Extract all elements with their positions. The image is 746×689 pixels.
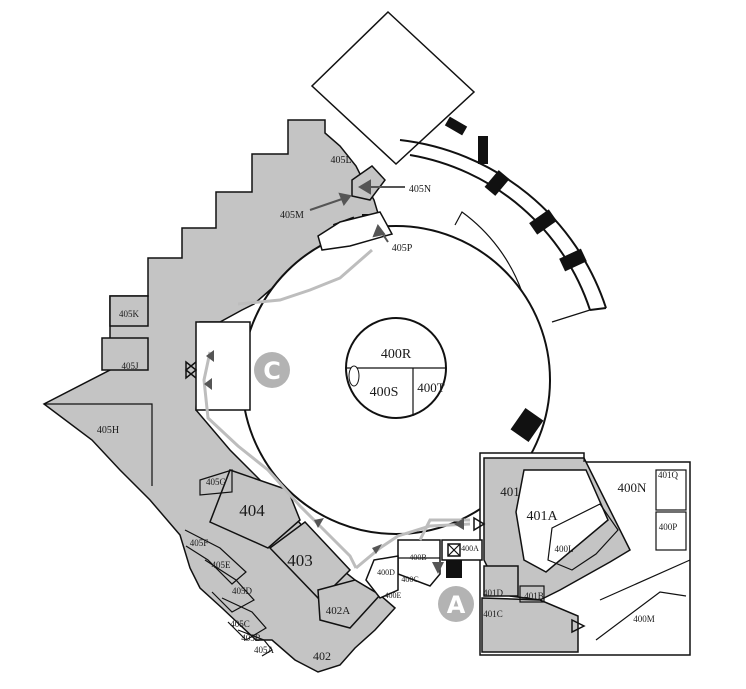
route-arrows: [204, 350, 464, 574]
callout-arrows: [309, 179, 405, 243]
door-symbols: [184, 360, 586, 634]
label-405P: 405P: [392, 243, 413, 254]
label-405G: 405G: [206, 477, 227, 487]
label-402: 402: [313, 649, 331, 663]
label-401: 401: [500, 484, 520, 499]
label-403: 403: [287, 551, 313, 570]
outer-ring-arc: [399, 139, 607, 309]
label-400M: 400M: [633, 614, 655, 624]
inner-partial-arc: [454, 211, 523, 293]
ring-spur: [551, 309, 591, 323]
label-400R: 400R: [381, 347, 412, 362]
marker-c: C: [254, 352, 290, 388]
label-405M: 405M: [280, 210, 304, 221]
label-405C: 405C: [230, 619, 250, 629]
label-405B: 405B: [241, 633, 261, 643]
label-401A: 401A: [526, 509, 558, 524]
label-405H: 405H: [97, 425, 119, 436]
label-400L: 400L: [555, 544, 574, 554]
ring-end: [589, 307, 607, 311]
label-405A: 405A: [254, 645, 275, 655]
label-405N: 405N: [409, 184, 431, 195]
marker-c-letter: C: [263, 357, 281, 385]
route-lines: [202, 248, 471, 570]
label-400S: 400S: [370, 385, 399, 400]
room-402A-shape: [317, 579, 382, 629]
diag-wall: [599, 559, 691, 601]
label-400P: 400P: [659, 522, 678, 532]
central-door: [348, 365, 360, 387]
west-corridor: [195, 321, 251, 411]
label-400T: 400T: [417, 380, 445, 395]
label-401B: 401B: [524, 591, 544, 601]
label-405K: 405K: [119, 309, 140, 319]
label-402A: 402A: [326, 605, 351, 617]
marker-a-letter: A: [447, 591, 466, 619]
label-405F: 405F: [190, 538, 209, 548]
room-labels: 400R 400S 400T 401 401A 400N 401Q 400P 4…: [97, 155, 679, 663]
label-405J: 405J: [121, 361, 139, 371]
label-400D: 400D: [377, 568, 395, 577]
label-400C: 400C: [401, 575, 418, 584]
label-401C: 401C: [483, 609, 503, 619]
room-405K-shape: [109, 295, 149, 327]
label-401D: 401D: [483, 588, 504, 598]
405H-edge: [44, 403, 153, 486]
inner-ring-arc: [409, 154, 591, 311]
label-405L: 405L: [330, 155, 351, 166]
room-401Q-shape: [655, 469, 687, 511]
room-401D-shape: [483, 565, 519, 597]
label-400N: 400N: [618, 480, 648, 495]
south-small-rooms: [184, 529, 273, 657]
room-405G-outline: [199, 469, 233, 496]
label-405E: 405E: [212, 560, 232, 570]
room-405J-shape: [101, 337, 149, 371]
top-diamond-building: [310, 10, 476, 166]
label-401Q: 401Q: [658, 470, 679, 480]
marker-a: A: [438, 586, 474, 622]
label-400B: 400B: [409, 553, 426, 562]
room-401C-shape: [481, 597, 579, 653]
room-401B-shape: [519, 585, 545, 603]
label-405D: 405D: [232, 586, 253, 596]
label-404: 404: [239, 501, 265, 520]
corridor-405P: [317, 211, 394, 251]
label-400E: 400E: [385, 591, 402, 600]
room-403-shape: [268, 520, 352, 602]
room-400M-outline: [595, 591, 687, 641]
room-401A-shape: [515, 469, 609, 573]
south-east-small-rooms: [365, 539, 483, 599]
room-400P-shape: [655, 511, 687, 551]
room-400L-outline: [547, 503, 619, 571]
label-400A: 400A: [461, 544, 479, 553]
